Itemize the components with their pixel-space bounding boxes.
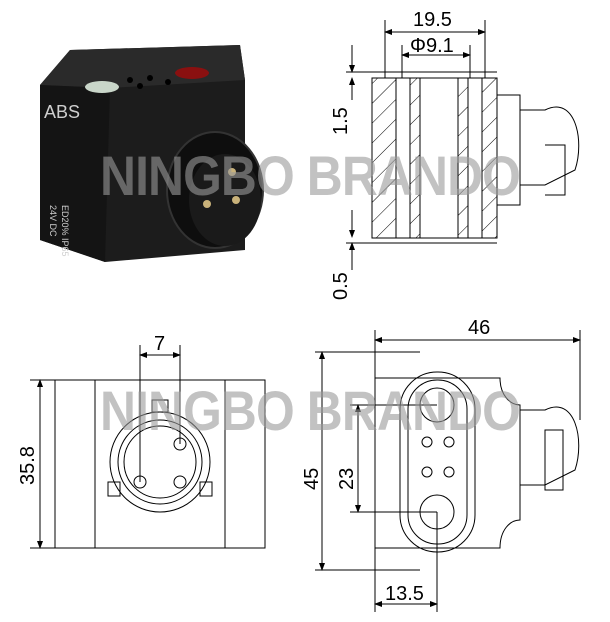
photo-rating-text: ED20% IP65 [60, 205, 70, 257]
side-hole-offset-label: 13.5 [385, 583, 424, 605]
section-view [346, 20, 580, 270]
section-width-label: 19.5 [413, 9, 452, 31]
section-top-offset-label: 1.5 [330, 107, 352, 135]
front-view [30, 345, 266, 549]
product-photo: ABS 24V DC ED20% IP65 [40, 45, 264, 262]
section-bottom-offset-label: 0.5 [330, 272, 352, 300]
side-hole-spacing-label: 23 [336, 468, 358, 490]
side-view [315, 330, 581, 612]
section-bore-label: Φ9.1 [410, 35, 454, 57]
watermark-top: NINGBO BRANDO [100, 144, 520, 207]
side-height-label: 45 [301, 468, 323, 490]
photo-brand-text: ABS [44, 102, 80, 122]
front-height-label: 35.8 [17, 446, 39, 485]
front-pin-spacing-label: 7 [154, 333, 165, 355]
watermark-bottom: NINGBO BRANDO [100, 379, 520, 442]
photo-voltage-text: 24V DC [48, 205, 58, 237]
side-width-label: 46 [468, 317, 490, 339]
